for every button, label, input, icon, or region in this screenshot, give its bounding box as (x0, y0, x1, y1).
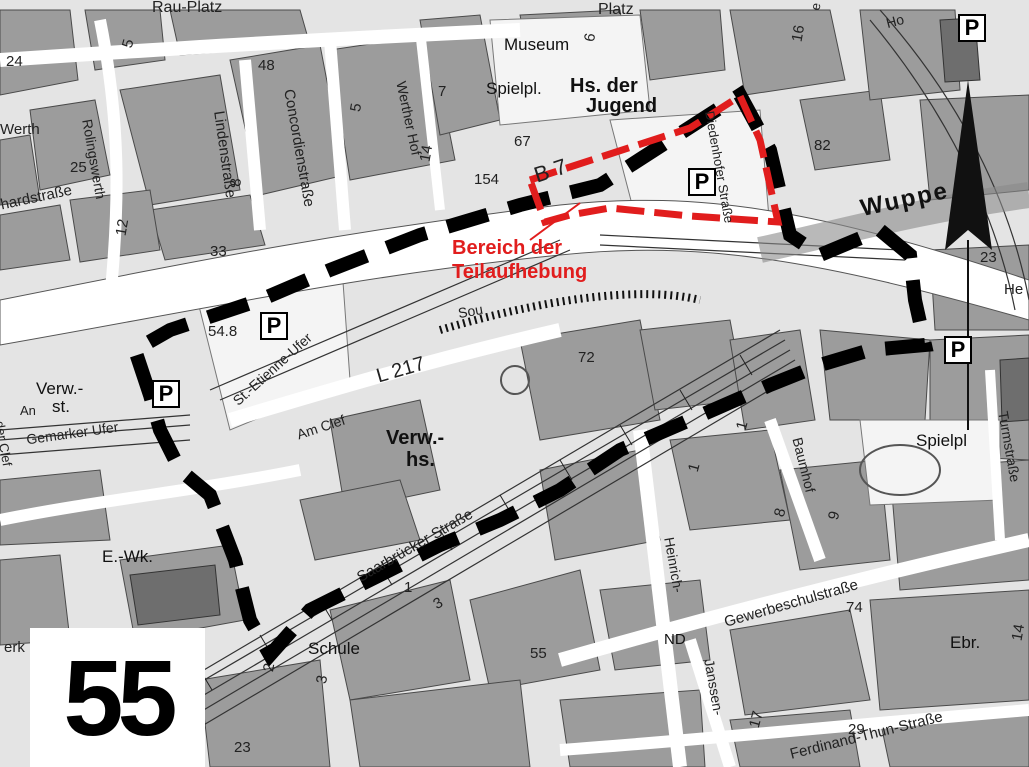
poi-label: Spielpl. (486, 79, 542, 98)
house-number: 24 (6, 53, 23, 70)
repeal-area-label: Bereich der Teilaufhebung (452, 236, 587, 284)
parking-sign: P (958, 14, 986, 42)
house-number: 23 (234, 739, 251, 756)
poi-label: Ebr. (950, 633, 981, 652)
poi-label: Verw.- (386, 427, 445, 449)
house-number: 25 (70, 159, 87, 176)
poi-label: Jugend (586, 95, 658, 117)
poi-label: st. (52, 397, 70, 416)
parking-sign: P (260, 312, 288, 340)
street-label: erk (4, 639, 25, 656)
house-number: 72 (578, 349, 595, 366)
sheet-number: 55 (30, 628, 205, 767)
repeal-area-label-line1: Bereich der (452, 237, 563, 259)
house-number: 14 (1008, 622, 1029, 643)
railway (0, 9, 1029, 737)
house-number: 54.8 (208, 323, 238, 340)
poi-label: Schule (308, 639, 360, 658)
poi-label: Hs. der (570, 75, 638, 97)
house-number: 12 (112, 217, 133, 238)
street-label: Sou (456, 300, 485, 322)
house-number: 29 (848, 721, 865, 738)
house-number: 48 (258, 57, 275, 74)
north-arrow-shape (945, 80, 992, 250)
parking-sign: P (944, 336, 972, 364)
poi-label: Spielpl (916, 431, 968, 450)
street-label: Platz (598, 1, 634, 18)
parking-sign: P (688, 168, 716, 196)
parking-sign: P (152, 380, 180, 408)
house-number: 23 (980, 249, 997, 266)
poi-label: E.-Wk. (102, 547, 153, 566)
house-number: 33 (210, 243, 227, 260)
street-label: He (1004, 281, 1024, 298)
house-number: 55 (530, 645, 547, 662)
street-label: Rau-Platz (152, 0, 223, 16)
poi-label: Museum (504, 35, 570, 54)
house-number: 154 (474, 171, 500, 188)
house-number: 16 (788, 23, 809, 44)
house-number: 67 (514, 133, 531, 150)
plan-boundary (126, 85, 934, 667)
street-label: An (20, 403, 36, 418)
house-number: 82 (814, 137, 831, 154)
house-number: 74 (846, 599, 863, 616)
house-number: 1 (404, 579, 413, 596)
poi-label: Verw.- (36, 379, 84, 398)
house-number: 7 (438, 83, 447, 100)
street-label: Werth (0, 121, 40, 138)
house-number: 17 (745, 709, 767, 730)
repeal-area-label-line2: Teilaufhebung (452, 261, 588, 283)
poi-label: ND (664, 631, 686, 648)
poi-label: hs. (406, 449, 435, 471)
